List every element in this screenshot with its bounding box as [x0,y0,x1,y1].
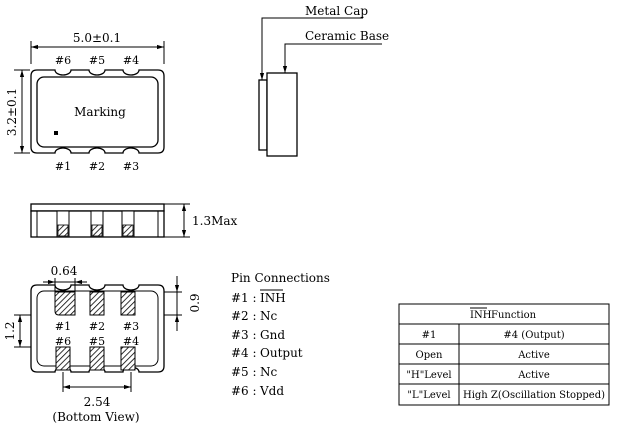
top-pin-2: #2 [89,160,105,173]
marking-label: Marking [74,105,126,119]
top-pin-3: #3 [123,160,139,173]
table-row-low-state: "L"Level [407,390,450,401]
bottom-pin-4: #4 [123,335,139,348]
front-metal-cap [30,203,165,212]
inh-function-table: INH Function #1 #4 (Output) Open Active … [398,303,610,406]
pad-1 [54,291,76,316]
metal-cap-outline [36,76,159,148]
pad-height-dimension: 0.9 [188,293,202,312]
table-title-inh: INH [470,310,492,321]
width-dimension: 5.0±0.1 [73,31,121,45]
table-title-function: Function [491,310,537,321]
table-row-high-state: "H"Level [406,370,451,381]
pin-connection-2-name: Nc [260,309,278,323]
pin-connection-1-pin: #1 : [231,291,257,305]
table-row-low-output: High Z(Oscillation Stopped) [463,390,605,401]
ceramic-base-side [266,72,298,157]
pin-connection-6-name: Vdd [259,384,284,398]
table-header-pin4: #4 (Output) [503,330,564,341]
height-dimension: 3.2±0.1 [5,88,19,136]
metal-cap-side [258,79,268,151]
table-row-open-state: Open [416,350,444,361]
pin-connection-1-name: INH [260,291,286,305]
pin-connection-5-name: Nc [260,365,278,379]
top-pin-4: #4 [123,54,139,67]
pin-connection-4-pin: #4 : [231,346,257,360]
pin-connection-3-name: Gnd [260,328,285,342]
top-pin-1: #1 [55,160,71,173]
package-top-outline [30,69,165,154]
pin-connection-5-pin: #5 : [231,365,257,379]
top-pin-6: #6 [55,54,71,67]
pad-4 [120,346,136,371]
pin-connections-title: Pin Connections [231,271,330,285]
bottom-pin-2: #2 [89,320,105,333]
bottom-view-caption: (Bottom View) [52,410,139,424]
pad-6 [55,346,71,371]
pin-connections: Pin Connections #1 : INH #2 : Nc #3 : Gn… [231,271,330,398]
height-max-dimension: 1.3Max [192,214,238,228]
pin-connection-list: #1 : INH #2 : Nc #3 : Gnd #4 : Output #5… [231,289,303,398]
pad-2 [89,291,105,316]
bottom-pin-5: #5 [89,335,105,348]
pin-connection-2-pin: #2 : [231,309,257,323]
ceramic-base-label: Ceramic Base [305,29,389,43]
pin-connection-3-pin: #3 : [231,328,257,342]
bottom-view: #1 #2 #3 #6 #5 #4 0.64 0.9 1.2 2.54 (Bot… [3,264,202,424]
table-header-pin1: #1 [422,330,437,341]
front-view: 1.3Max [30,203,238,238]
pad-5 [89,346,105,371]
pin1-indicator-dot [54,131,58,135]
metal-cap-label: Metal Cap [305,4,368,18]
top-view: 5.0±0.1 3.2±0.1 Marking #6 #5 #4 #1 #2 #… [5,31,165,173]
top-pin-5: #5 [89,54,105,67]
pin-connection-4-name: Output [260,346,303,360]
column-pitch-dimension: 2.54 [84,395,111,409]
pin-connection-6-pin: #6 : [231,384,257,398]
side-view: Metal Cap Ceramic Base [258,4,389,157]
row-pitch-dimension: 1.2 [3,321,17,340]
pad-width-dimension: 0.64 [51,264,78,278]
bottom-pin-3: #3 [123,320,139,333]
bottom-pin-1: #1 [55,320,71,333]
table-row-open-output: Active [517,350,550,361]
bottom-pin-6: #6 [55,335,71,348]
table-row-high-output: Active [517,370,550,381]
pad-3 [120,291,136,316]
